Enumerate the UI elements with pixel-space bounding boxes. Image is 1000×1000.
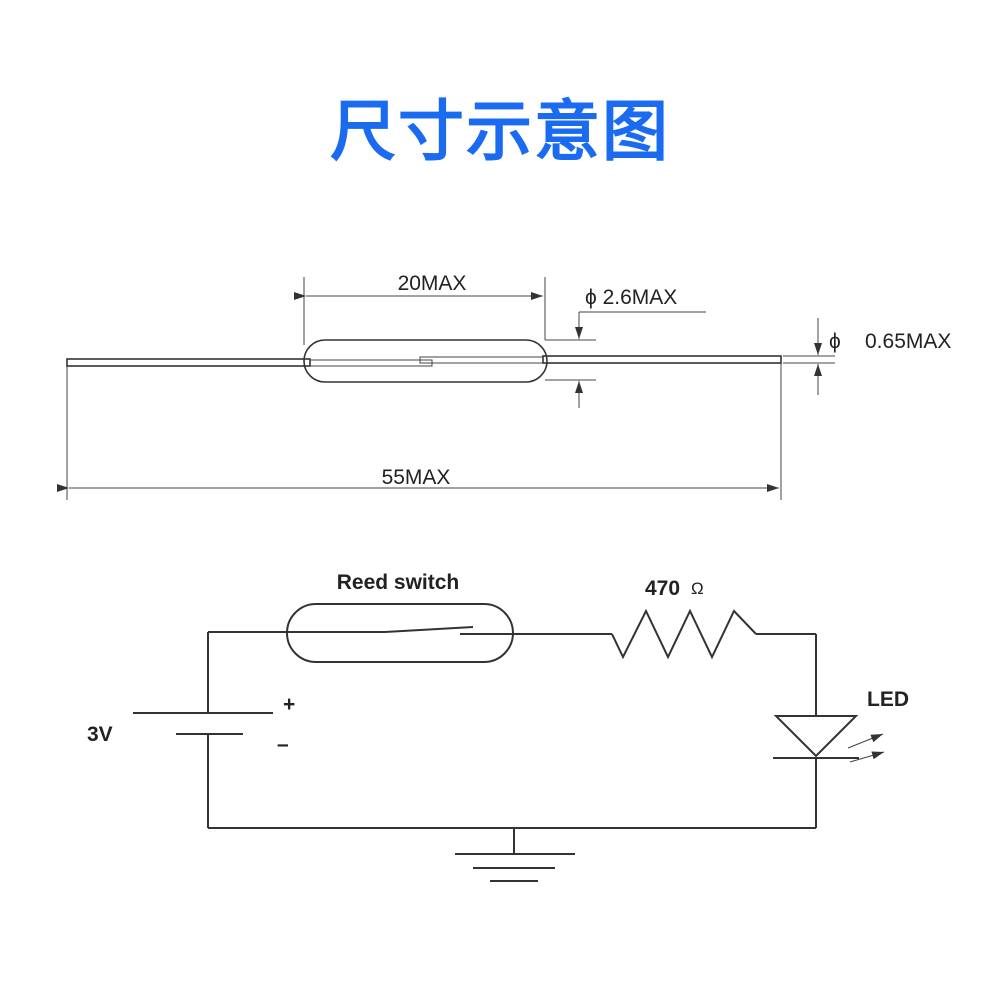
lead-diameter-label: 0.65MAX xyxy=(865,330,951,353)
led-light-arrows-icon xyxy=(847,733,885,763)
page-title: 尺寸示意图 xyxy=(330,93,670,170)
left-reed xyxy=(310,359,433,367)
reed-switch-dimension-drawing: 20MAX ϕ 2.6MAX ϕ 0.65MAX 55MAX xyxy=(57,272,951,500)
glass-capsule xyxy=(303,339,548,383)
resistor-value: 470 xyxy=(645,577,680,600)
battery-voltage: 3V xyxy=(87,723,113,746)
glass-diameter-label: ϕ 2.6MAX xyxy=(585,286,677,309)
right-reed xyxy=(419,356,543,364)
battery-symbol xyxy=(133,712,273,735)
ohm-symbol: Ω xyxy=(691,579,704,598)
led-circuit-schematic: Reed switch 470 Ω LED + – 3V xyxy=(87,571,909,882)
total-length-label: 55MAX xyxy=(382,466,451,489)
led-symbol xyxy=(773,715,859,758)
ground-icon xyxy=(455,853,575,882)
led-label: LED xyxy=(867,688,909,711)
battery-minus: – xyxy=(277,733,289,756)
left-lead xyxy=(66,358,311,367)
lead-diameter-symbol: ϕ xyxy=(829,330,841,353)
glass-length-label: 20MAX xyxy=(398,272,467,295)
battery-plus: + xyxy=(283,693,295,716)
reed-switch-label: Reed switch xyxy=(337,571,460,594)
resistor-symbol xyxy=(611,608,757,660)
right-lead xyxy=(542,355,782,364)
reed-switch-contact xyxy=(384,626,474,633)
